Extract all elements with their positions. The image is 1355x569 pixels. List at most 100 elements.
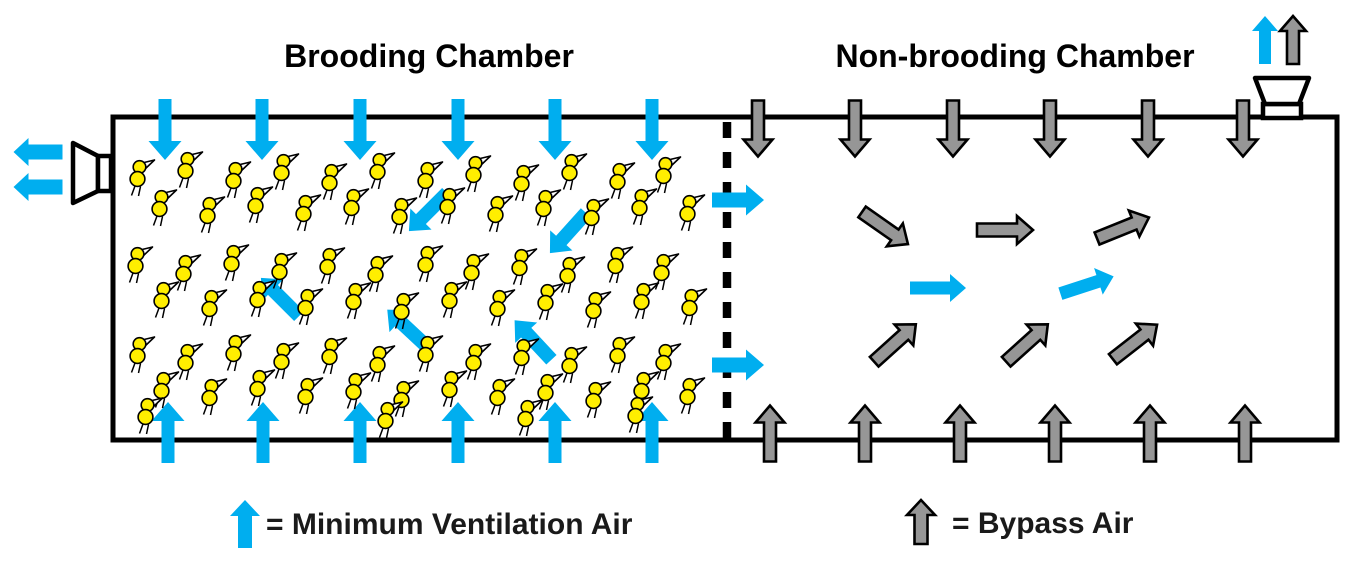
minimum-ventilation-arrow bbox=[441, 99, 475, 160]
minimum-ventilation-arrow bbox=[151, 402, 185, 463]
chick-icon bbox=[607, 246, 634, 284]
minimum-ventilation-arrow bbox=[910, 274, 966, 302]
legend-bypass-label: = Bypass Air bbox=[952, 507, 1134, 540]
chick-icon bbox=[393, 380, 420, 418]
bypass-air-arrow bbox=[1132, 403, 1168, 463]
minimum-ventilation-arrow bbox=[538, 402, 572, 463]
bypass-air-arrow bbox=[847, 403, 883, 463]
chick-icon bbox=[513, 164, 540, 202]
chicks-layer bbox=[127, 151, 708, 439]
chick-icon bbox=[517, 399, 544, 437]
chick-icon bbox=[609, 336, 636, 374]
chick-icon bbox=[129, 159, 156, 197]
minimum-ventilation-arrow bbox=[245, 99, 279, 160]
chick-icon bbox=[295, 194, 322, 232]
bypass-air-arrow bbox=[856, 204, 910, 248]
bypass-air-arrow bbox=[935, 99, 971, 159]
bypass-air-arrow bbox=[904, 498, 938, 546]
bypass-air-arrow bbox=[1032, 99, 1068, 159]
exhaust-fan-icon bbox=[70, 140, 114, 206]
chick-icon bbox=[535, 189, 562, 227]
exhaust-fan-duct bbox=[95, 153, 114, 194]
bypass-air-arrow bbox=[837, 99, 873, 159]
chick-icon bbox=[561, 346, 588, 384]
chick-icon bbox=[151, 189, 178, 227]
bypass-air-arrow bbox=[942, 403, 978, 463]
legend-min-vent-label: = Minimum Ventilation Air bbox=[266, 508, 633, 541]
chick-icon bbox=[175, 254, 202, 292]
stack-outlet-icon bbox=[1252, 75, 1312, 121]
chick-icon bbox=[153, 281, 180, 319]
chick-icon bbox=[343, 188, 370, 226]
chick-icon bbox=[417, 335, 444, 373]
chick-icon bbox=[177, 151, 204, 189]
minimum-ventilation-arrow bbox=[712, 349, 764, 381]
chick-icon bbox=[201, 378, 228, 416]
minimum-ventilation-arrow bbox=[230, 500, 260, 548]
chick-icon bbox=[177, 343, 204, 381]
chick-icon bbox=[585, 291, 612, 329]
minimum-ventilation-arrow bbox=[1058, 267, 1114, 300]
chick-icon bbox=[465, 155, 492, 193]
bypass-air-arrow bbox=[752, 403, 788, 463]
chick-icon bbox=[345, 282, 372, 320]
chick-icon bbox=[297, 377, 324, 415]
chick-icon bbox=[537, 283, 564, 321]
chick-icon bbox=[127, 246, 154, 284]
chick-icon bbox=[247, 186, 274, 224]
bypass-air-arrow bbox=[975, 213, 1035, 247]
bypass-air-arrow bbox=[1092, 208, 1151, 247]
bypass-air-arrow bbox=[1130, 99, 1166, 159]
house-outline bbox=[110, 114, 1340, 443]
chick-icon bbox=[369, 152, 396, 190]
chick-icon bbox=[367, 255, 394, 293]
chick-icon bbox=[225, 334, 252, 372]
chick-icon bbox=[249, 369, 276, 407]
chick-icon bbox=[561, 153, 588, 191]
chick-icon bbox=[319, 247, 346, 285]
non-brooding-chamber-title: Non-brooding Chamber bbox=[835, 38, 1194, 74]
chick-icon bbox=[273, 153, 300, 191]
minimum-ventilation-arrow bbox=[343, 402, 377, 463]
minimum-ventilation-arrow bbox=[343, 99, 377, 160]
chick-icon bbox=[655, 156, 682, 194]
chick-icon bbox=[129, 336, 156, 374]
stack-hood bbox=[1252, 75, 1312, 107]
arrows-layer bbox=[13, 14, 1309, 548]
chick-icon bbox=[441, 281, 468, 319]
chick-icon bbox=[487, 195, 514, 233]
chick-icon bbox=[679, 194, 706, 232]
bypass-air-arrow bbox=[1107, 322, 1159, 367]
bypass-air-arrow bbox=[1037, 403, 1073, 463]
chick-icon bbox=[201, 289, 228, 327]
equipment-layer bbox=[70, 75, 1312, 206]
chick-icon bbox=[465, 343, 492, 381]
chick-icon bbox=[225, 161, 252, 199]
chick-icon bbox=[441, 370, 468, 408]
chick-icon bbox=[537, 373, 564, 411]
chick-icon bbox=[321, 337, 348, 375]
chick-icon bbox=[609, 162, 636, 200]
chick-icon bbox=[583, 198, 610, 236]
minimum-ventilation-arrow bbox=[408, 187, 453, 232]
bypass-air-arrow bbox=[868, 322, 918, 369]
chick-icon bbox=[463, 253, 490, 291]
bypass-air-arrow bbox=[1227, 403, 1263, 463]
chick-icon bbox=[633, 282, 660, 320]
bypass-air-arrow bbox=[1225, 99, 1261, 159]
chick-icon bbox=[511, 248, 538, 286]
minimum-ventilation-arrow bbox=[441, 402, 475, 463]
chick-icon bbox=[489, 289, 516, 327]
chick-icon bbox=[369, 345, 396, 383]
minimum-ventilation-arrow bbox=[635, 99, 669, 160]
chick-icon bbox=[417, 245, 444, 283]
chick-icon bbox=[439, 187, 466, 225]
chick-icon bbox=[681, 288, 708, 326]
chick-icon bbox=[655, 343, 682, 381]
bypass-air-arrow bbox=[1277, 14, 1309, 66]
chick-icon bbox=[273, 342, 300, 380]
chick-icon bbox=[679, 377, 706, 415]
chick-icon bbox=[345, 372, 372, 410]
minimum-ventilation-arrow bbox=[13, 173, 63, 201]
